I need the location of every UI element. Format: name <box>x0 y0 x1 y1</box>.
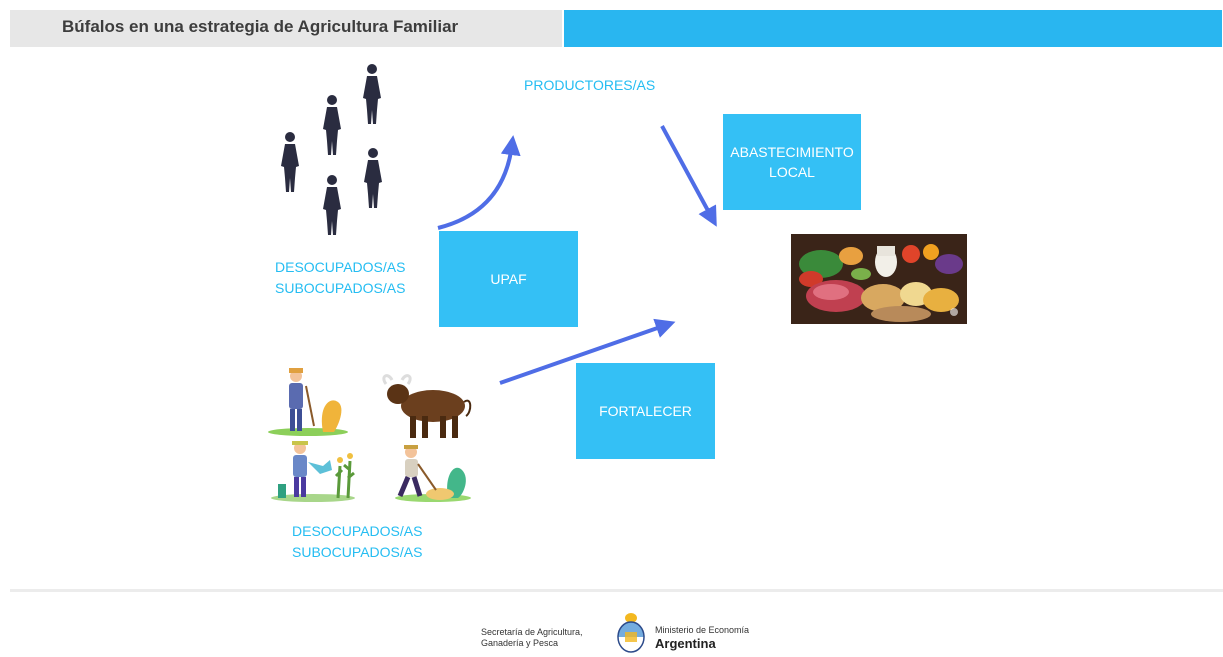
food-photo <box>791 234 967 324</box>
fortalecer-box: FORTALECER <box>576 363 715 459</box>
secretaria-label: Secretaría de Agricultura, Ganadería y P… <box>481 627 583 649</box>
buffalo-icon <box>382 374 472 438</box>
group-top-line1: DESOCUPADOS/AS <box>275 259 406 275</box>
farmer-icon <box>271 441 355 502</box>
footer-divider <box>10 589 1223 592</box>
ministerio-line1: Ministerio de Economía <box>655 625 750 635</box>
farmer-icon <box>268 368 348 436</box>
farmers-illustration <box>268 368 472 502</box>
group-bottom-line1: DESOCUPADOS/AS <box>292 523 423 539</box>
title-bar <box>10 10 562 47</box>
arrow-to-producers <box>437 135 521 230</box>
arrow-to-abastecimiento <box>660 125 717 227</box>
page-title: Búfalos en una estrategia de Agricultura… <box>62 17 459 36</box>
group-top-line2: SUBOCUPADOS/AS <box>275 280 406 296</box>
group-bottom-label: DESOCUPADOS/AS SUBOCUPADOS/AS <box>292 521 422 563</box>
producers-label: PRODUCTORES/AS <box>524 77 656 93</box>
abastecimiento-line2: LOCAL <box>769 164 815 180</box>
header-accent-bar <box>564 10 1222 47</box>
argentina-seal-icon <box>617 613 645 653</box>
secretaria-line2: Ganadería y Pesca <box>481 638 559 648</box>
group-bottom-line2: SUBOCUPADOS/AS <box>292 544 423 560</box>
abastecimiento-box: ABASTECIMIENTO LOCAL <box>723 114 861 210</box>
farmer-icon <box>395 445 471 502</box>
ministerio-line2: Argentina <box>655 636 716 651</box>
group-top-label: DESOCUPADOS/AS SUBOCUPADOS/AS <box>275 257 405 299</box>
upaf-box: UPAF <box>439 231 578 327</box>
ministerio-label: Ministerio de Economía Argentina <box>655 625 749 651</box>
abastecimiento-line1: ABASTECIMIENTO <box>730 144 854 160</box>
secretaria-line1: Secretaría de Agricultura, <box>481 627 583 637</box>
arrow-fortalecer <box>499 318 676 385</box>
